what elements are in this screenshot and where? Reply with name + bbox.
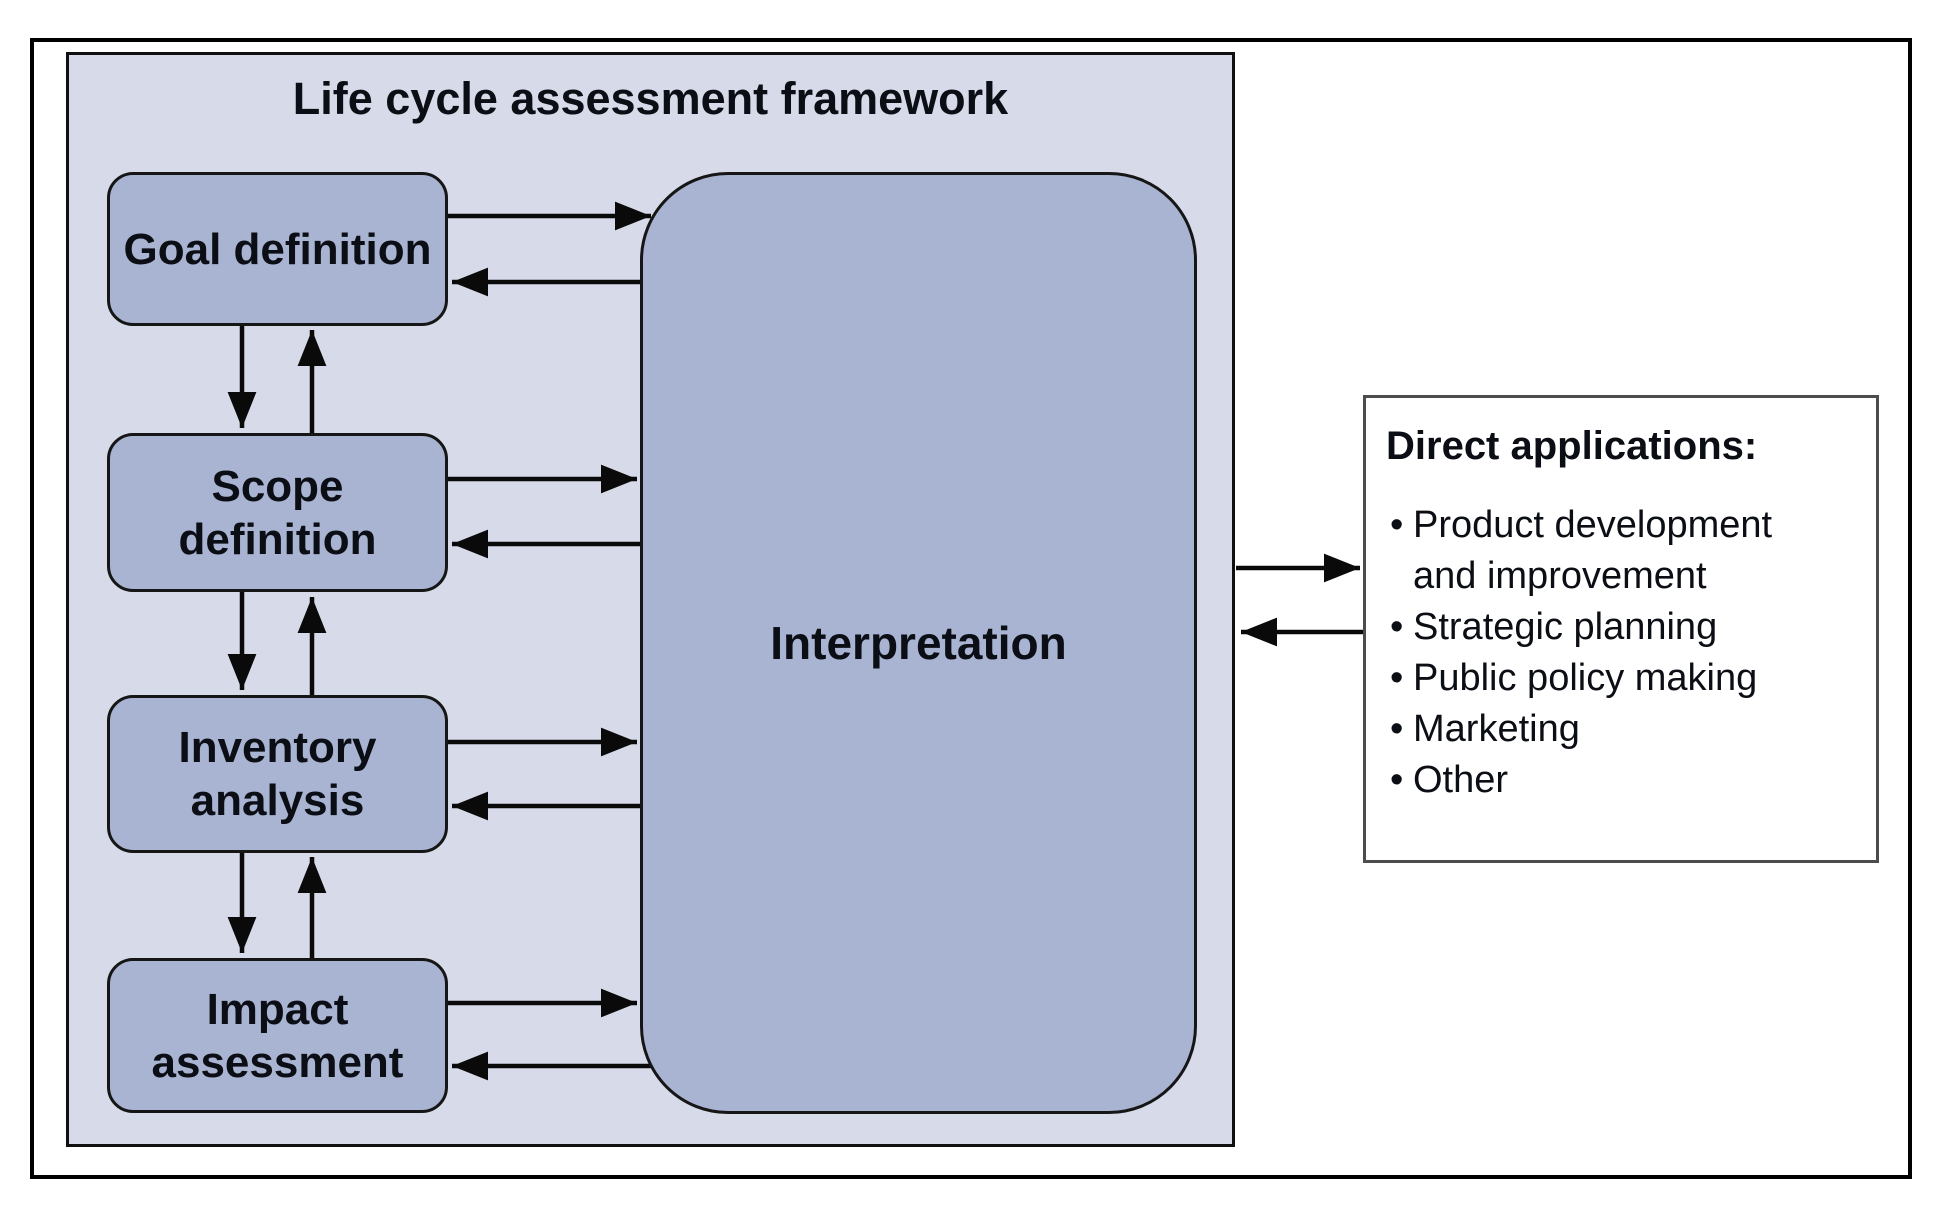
list-item-label: Marketing (1413, 708, 1580, 750)
node-goal-definition: Goal definition (107, 172, 448, 326)
bullet-icon: • (1390, 504, 1404, 546)
node-impact-assessment: Impact assessment (107, 958, 448, 1113)
list-item-label: Strategic planning (1413, 606, 1718, 648)
direct-applications-list: • Product development and improvement • … (1386, 500, 1864, 806)
node-interpretation: Interpretation (640, 172, 1197, 1114)
direct-applications-title: Direct applications: (1386, 424, 1758, 468)
node-label-line2: definition (178, 514, 377, 564)
node-label-line1: Scope (211, 461, 344, 511)
list-item-label: Other (1413, 759, 1509, 801)
list-item: • Public policy making (1386, 653, 1783, 704)
bullet-icon: • (1390, 606, 1404, 648)
panel-title: Life cycle assessment framework (292, 73, 1009, 124)
list-item: • Other (1386, 755, 1783, 806)
node-scope-definition: Scope definition (107, 433, 448, 592)
list-item: • Strategic planning (1386, 602, 1783, 653)
list-item-label: Public policy making (1413, 657, 1758, 699)
node-label-line1: Impact (206, 984, 349, 1034)
list-item: • Marketing (1386, 704, 1783, 755)
node-label-line2: assessment (151, 1037, 404, 1087)
bullet-icon: • (1390, 708, 1404, 750)
bullet-icon: • (1390, 657, 1404, 699)
node-label: Goal definition (123, 224, 432, 274)
node-label-line1: Inventory (178, 723, 377, 772)
node-label: Interpretation (770, 616, 1067, 669)
bullet-icon: • (1390, 759, 1404, 801)
list-item: • Product development and improvement (1386, 500, 1783, 602)
direct-applications-box: Direct applications: • Product developme… (1363, 395, 1879, 863)
list-item-label: Product development and improvement (1413, 504, 1773, 597)
node-label-line2: analysis (190, 776, 365, 825)
node-inventory-analysis: Inventory analysis (107, 695, 448, 853)
